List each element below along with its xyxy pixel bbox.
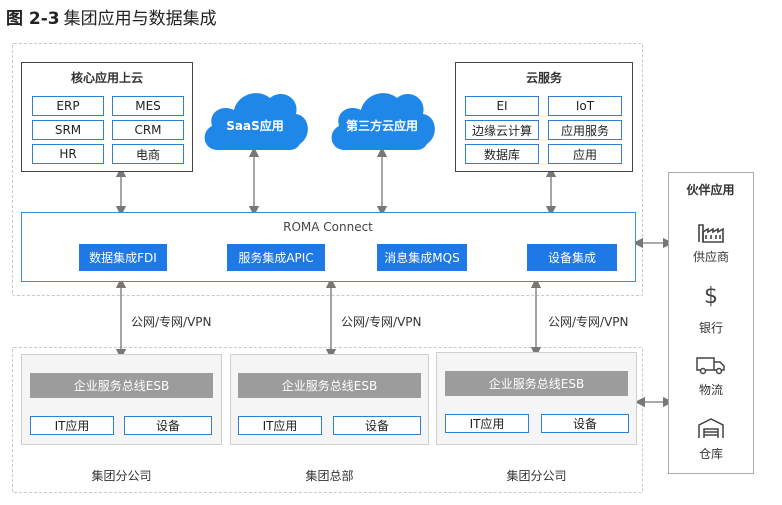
it-app-1: IT应用 bbox=[30, 416, 114, 435]
core-cloud-panel: 核心应用上云 ERP MES SRM CRM HR 电商 bbox=[21, 62, 193, 172]
module-apic: 服务集成APIC bbox=[227, 244, 325, 271]
partner-supplier: 供应商 bbox=[692, 250, 729, 264]
partner-bank: 银行 bbox=[698, 321, 723, 335]
partner-apps-title: 伙伴应用 bbox=[686, 183, 735, 197]
branch-label-1: 集团分公司 bbox=[91, 469, 152, 483]
cloud-services-panel: 云服务 EI IoT 边缘云计算 应用服务 数据库 应用 bbox=[455, 62, 633, 172]
core-app-hr: HR bbox=[32, 144, 104, 164]
core-app-ecommerce: 电商 bbox=[112, 144, 184, 164]
esb-bar-1: 企业服务总线ESB bbox=[30, 373, 213, 398]
cloud-services-title: 云服务 bbox=[525, 71, 562, 85]
service-iot: IoT bbox=[548, 96, 622, 116]
core-cloud-title: 核心应用上云 bbox=[70, 71, 143, 85]
third-party-cloud-label: 第三方云应用 bbox=[346, 118, 418, 133]
saas-cloud: SaaS应用 bbox=[204, 93, 308, 150]
figure-number: 图 2-3 bbox=[6, 9, 60, 29]
core-app-crm: CRM bbox=[112, 120, 184, 140]
module-fdi: 数据集成FDI bbox=[79, 244, 167, 271]
truck-icon bbox=[696, 357, 725, 375]
it-app-3: IT应用 bbox=[445, 414, 529, 433]
link-label-3: 公网/专网/VPN bbox=[548, 315, 629, 329]
service-application: 应用 bbox=[548, 144, 622, 164]
core-app-erp: ERP bbox=[32, 96, 104, 116]
dollar-icon: $ bbox=[704, 284, 718, 309]
core-app-srm: SRM bbox=[32, 120, 104, 140]
figure-title-text: 集团应用与数据集成 bbox=[63, 9, 217, 29]
warehouse-icon bbox=[698, 418, 724, 438]
roma-connect-title: ROMA Connect bbox=[283, 220, 373, 234]
esb-bar-3: 企业服务总线ESB bbox=[445, 371, 628, 396]
service-app-services: 应用服务 bbox=[548, 120, 622, 140]
factory-icon bbox=[698, 224, 724, 243]
device-2: 设备 bbox=[333, 416, 421, 435]
saas-cloud-label: SaaS应用 bbox=[226, 118, 283, 133]
it-app-2: IT应用 bbox=[238, 416, 322, 435]
device-3: 设备 bbox=[541, 414, 629, 433]
link-label-2: 公网/专网/VPN bbox=[341, 315, 422, 329]
esb-bar-2: 企业服务总线ESB bbox=[238, 373, 421, 398]
module-device: 设备集成 bbox=[527, 244, 617, 271]
service-edge-computing: 边缘云计算 bbox=[465, 120, 539, 140]
third-party-cloud: 第三方云应用 bbox=[331, 93, 435, 150]
service-database: 数据库 bbox=[465, 144, 539, 164]
branch-label-3: 集团分公司 bbox=[506, 469, 567, 483]
roma-connect-box: ROMA Connect 数据集成FDI 服务集成APIC 消息集成MQS 设备… bbox=[21, 212, 636, 282]
branch-label-2: 集团总部 bbox=[305, 469, 354, 483]
module-mqs: 消息集成MQS bbox=[377, 244, 467, 271]
core-app-mes: MES bbox=[112, 96, 184, 116]
device-1: 设备 bbox=[124, 416, 212, 435]
link-label-1: 公网/专网/VPN bbox=[131, 315, 212, 329]
partner-warehouse: 仓库 bbox=[698, 447, 723, 461]
partner-logistics: 物流 bbox=[698, 383, 723, 397]
service-ei: EI bbox=[465, 96, 539, 116]
partner-apps-panel: 伙伴应用 供应商 $ 银行 物流 仓库 bbox=[668, 172, 754, 474]
